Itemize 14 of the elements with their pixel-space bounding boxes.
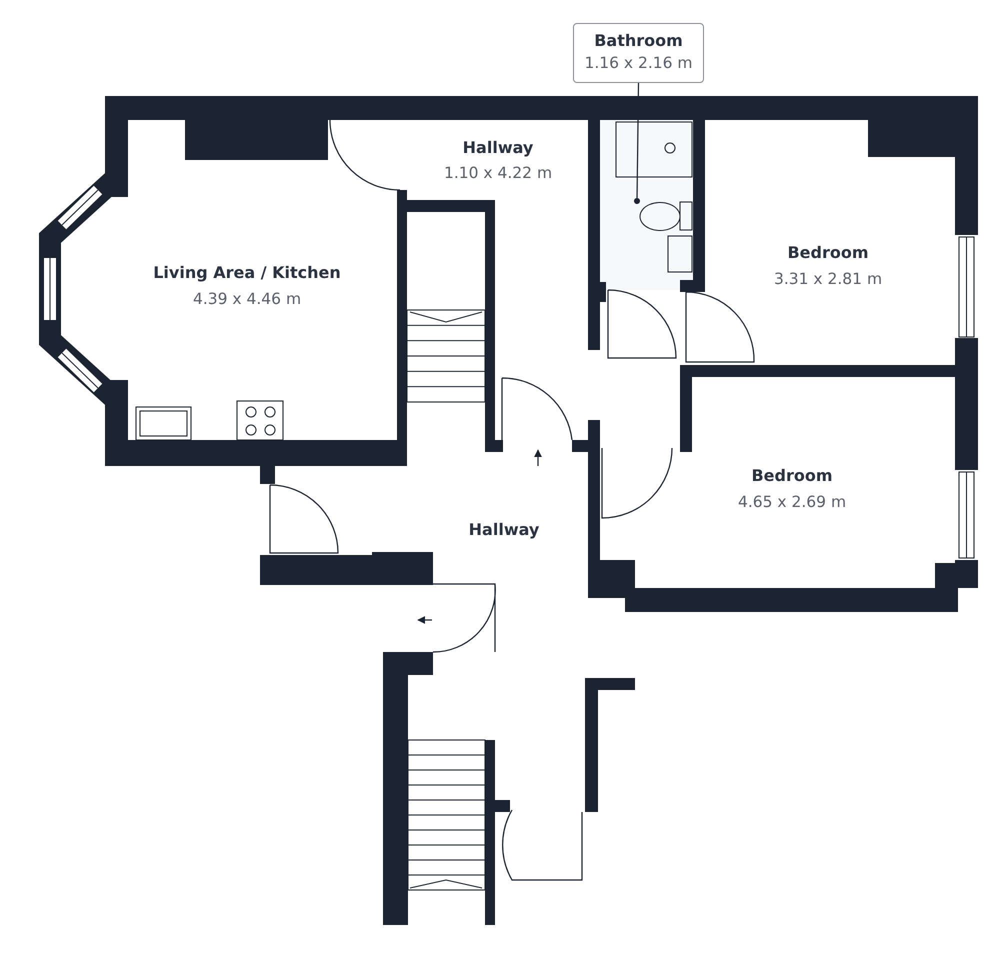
room-name: Bedroom xyxy=(751,466,833,486)
room-name: Hallway xyxy=(462,138,534,158)
room-name: Living Area / Kitchen xyxy=(153,263,341,283)
room-name: Hallway xyxy=(468,520,540,540)
room-dimensions: 1.10 x 4.22 m xyxy=(444,163,552,183)
room-dimensions: 1.16 x 2.16 m xyxy=(583,53,694,74)
room-label-box xyxy=(573,23,704,83)
room-name: Bedroom xyxy=(787,243,869,263)
leader-line xyxy=(634,83,640,204)
room-name: Bathroom xyxy=(593,30,684,52)
room-dimensions: 3.31 x 2.81 m xyxy=(774,269,882,289)
room-dimensions: 4.65 x 2.69 m xyxy=(738,492,846,512)
bathroom-floor-area xyxy=(600,120,693,290)
room-dimensions: 4.39 x 4.46 m xyxy=(192,289,302,309)
